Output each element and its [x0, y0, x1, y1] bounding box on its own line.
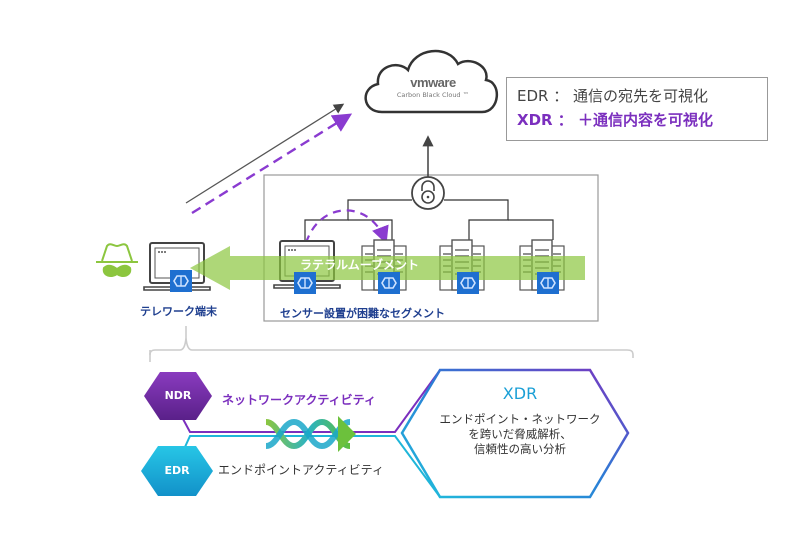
upload-arrow-purple-dashed [191, 113, 353, 215]
sensor-icon [536, 271, 560, 295]
endpoint-activity-label: エンドポイントアクティビティ [218, 463, 384, 477]
lateral-dashed-arc [304, 209, 389, 245]
xdr-desc-line: エンドポイント・ネットワーク [439, 412, 601, 426]
telework-label: テレワーク端末 [140, 305, 217, 318]
segment-label: センサー設置が困難なセグメント [280, 307, 445, 320]
network-tree-lines [304, 199, 554, 240]
bracket-line [149, 326, 634, 358]
cloud-shape [364, 49, 499, 114]
product-name: Carbon Black Cloud ™ [396, 91, 470, 99]
xdr-title: XDR [502, 384, 538, 403]
xdr-desc-line: 信頼性の高い分析 [474, 442, 566, 456]
vmware-brand: vmware [410, 75, 456, 90]
data-fusion-arrow [265, 416, 356, 452]
lock-icon [411, 176, 445, 210]
segment-box [263, 174, 599, 322]
sensor-icon [456, 271, 480, 295]
sensor-icon [377, 271, 401, 295]
edr-label: EDR [164, 464, 190, 477]
xdr-description: エンドポイント・ネットワーク を跨いだ脅威解析、 信頼性の高い分析 [415, 412, 625, 457]
lateral-movement-arrow [190, 246, 585, 290]
ndr-label: NDR [164, 389, 192, 402]
legend-edr: EDR ： 通信の宛先を可視化 [517, 87, 708, 105]
upload-arrow-gray [185, 103, 345, 204]
xdr-hexagon [400, 368, 630, 499]
network-activity-label: ネットワークアクティビティ [222, 393, 376, 407]
sensor-icon [169, 269, 193, 293]
xdr-desc-line: を跨いだ脅威解析、 [468, 427, 572, 441]
vmware-carbon-black-logo: vmware Carbon Black Cloud ™ [378, 75, 488, 99]
lateral-movement-label: ラテラルムーブメント [300, 258, 420, 272]
edr-hexagon [141, 446, 213, 496]
ndr-hexagon [144, 372, 212, 420]
attacker-icon [96, 243, 138, 277]
legend-xdr: XDR ： ＋通信内容を可視化 [517, 111, 714, 129]
legend-box: EDR ： 通信の宛先を可視化 XDR ： ＋通信内容を可視化 [506, 77, 768, 141]
sensor-icon [293, 271, 317, 295]
